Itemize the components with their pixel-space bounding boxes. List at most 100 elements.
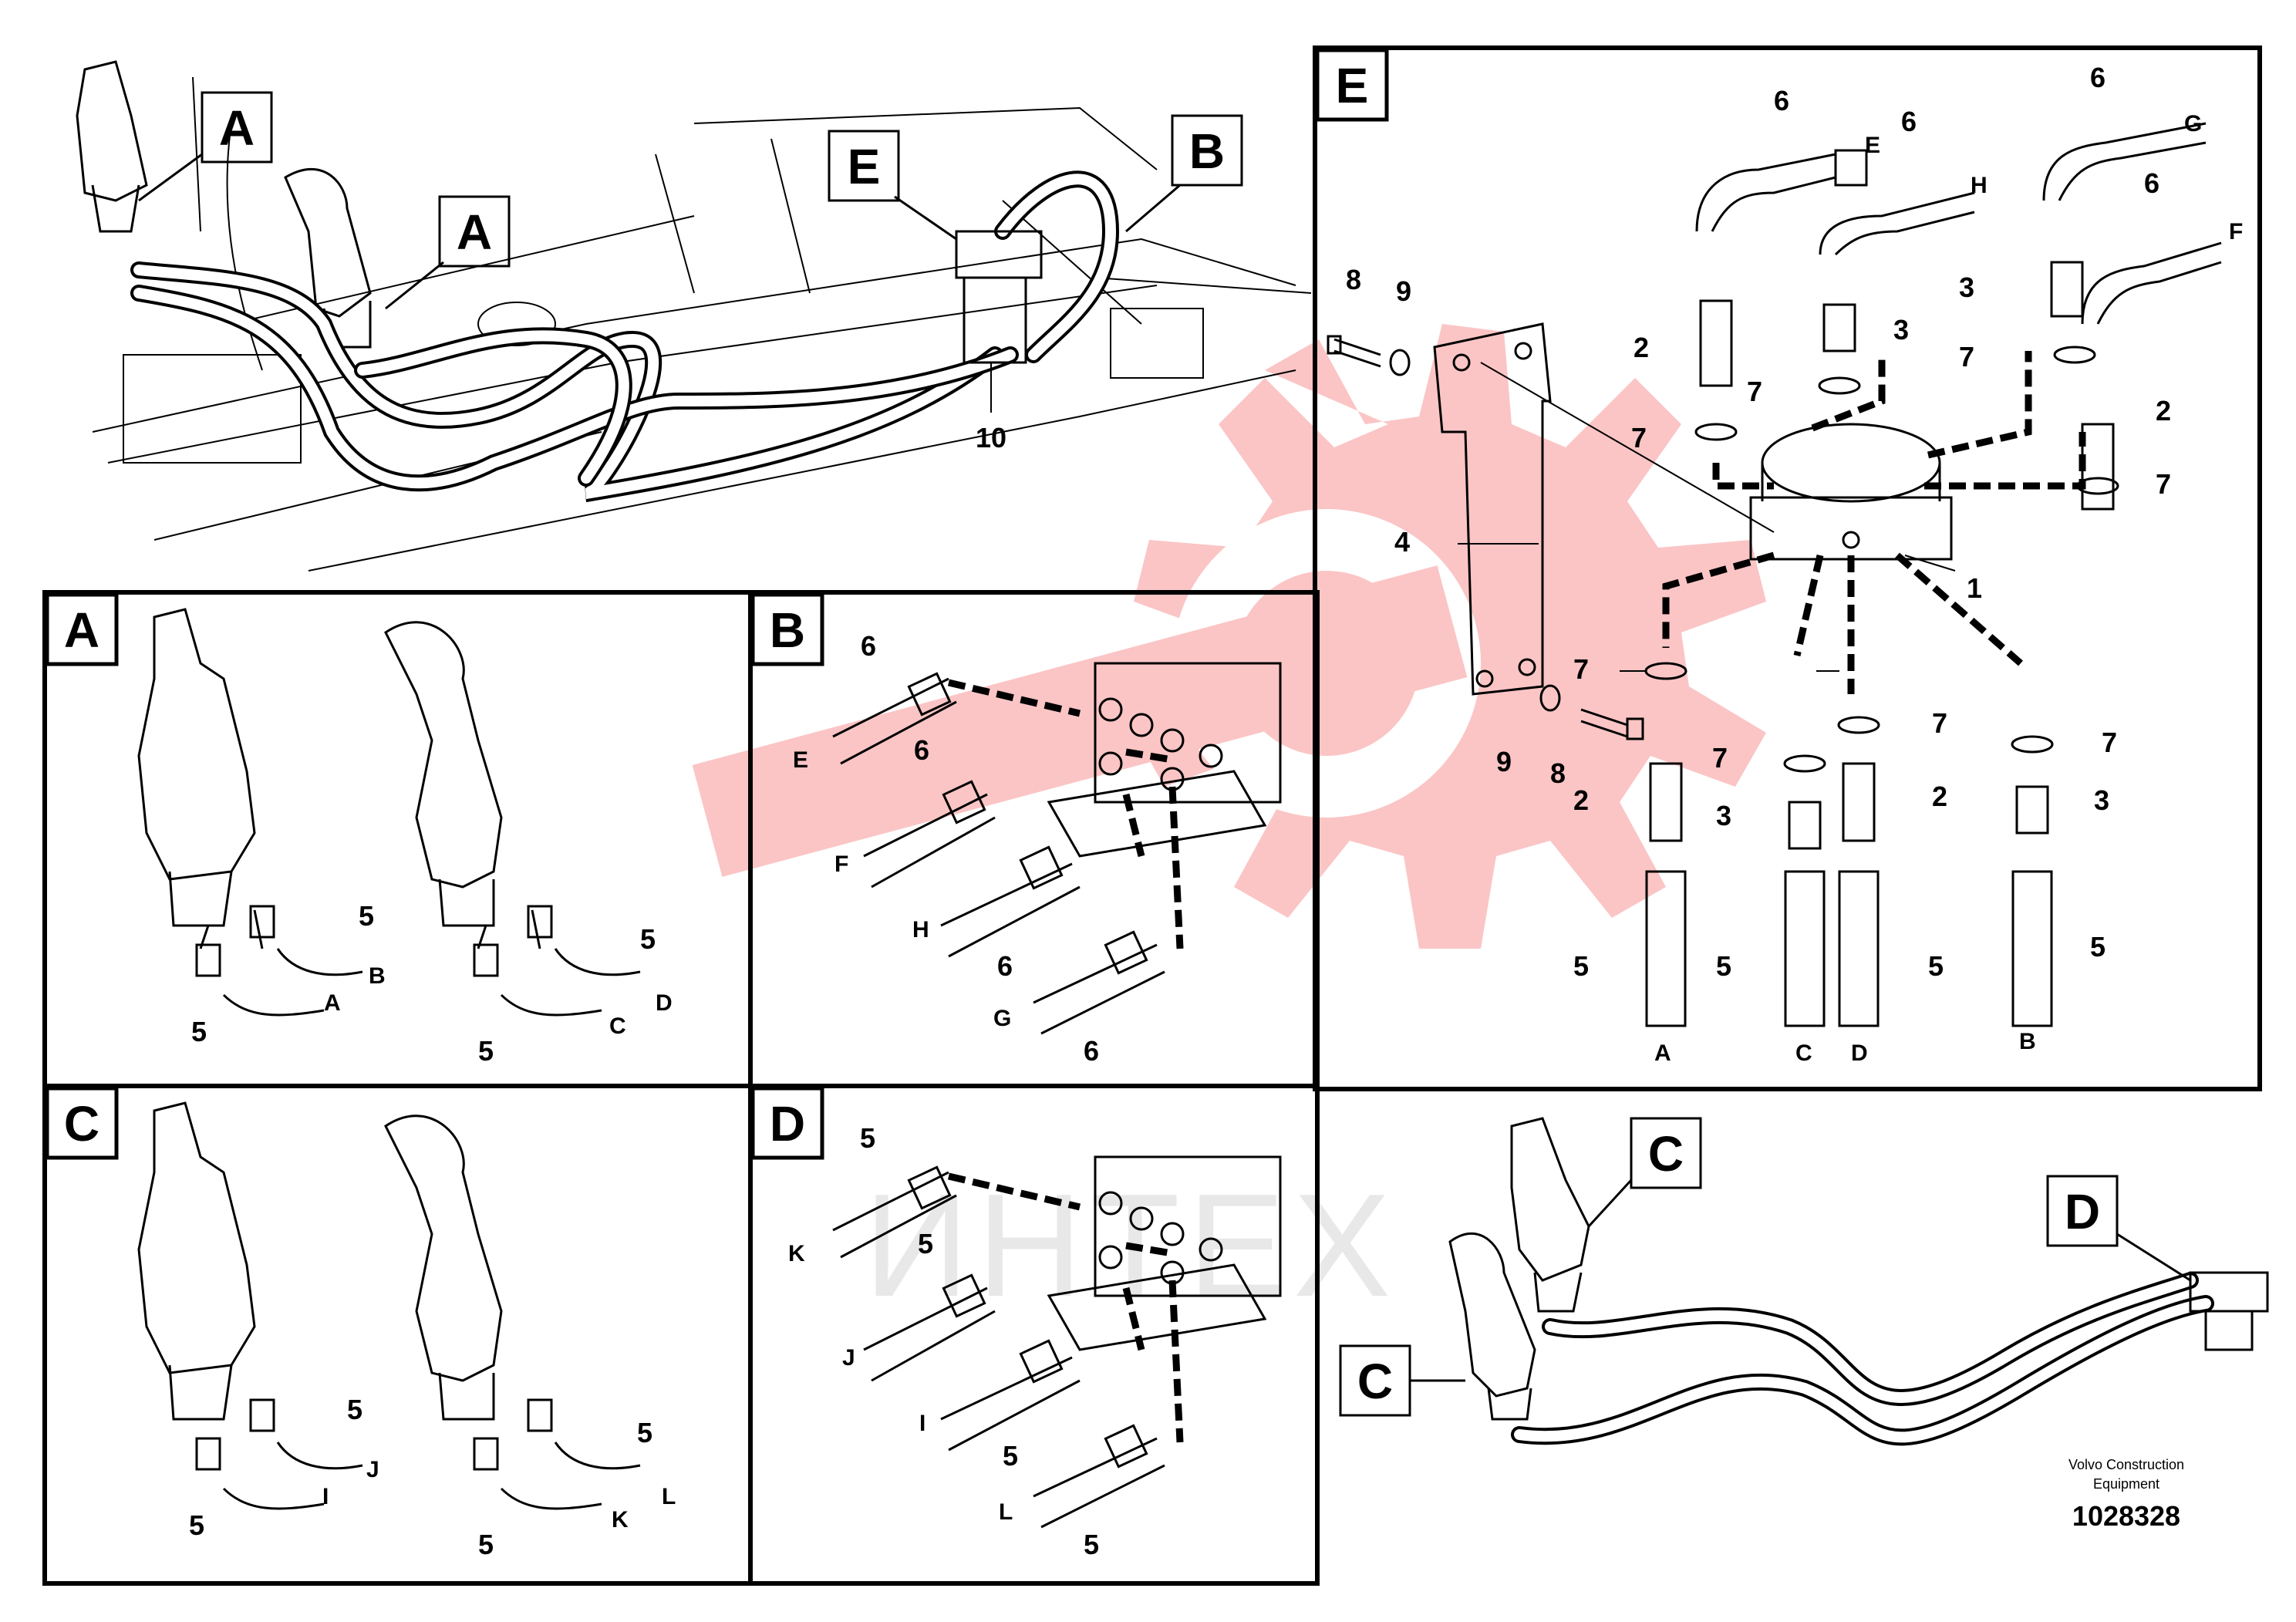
svg-text:I: I xyxy=(322,1484,329,1509)
svg-text:5: 5 xyxy=(640,923,656,955)
svg-text:K: K xyxy=(612,1507,629,1533)
svg-text:2: 2 xyxy=(2156,395,2171,427)
svg-text:5: 5 xyxy=(1928,950,1944,982)
svg-text:5: 5 xyxy=(191,1016,207,1047)
svg-text:9: 9 xyxy=(1396,275,1411,307)
svg-text:7: 7 xyxy=(2102,727,2117,758)
watermark-gear xyxy=(692,324,1766,949)
svg-text:D: D xyxy=(2065,1184,2100,1239)
svg-text:7: 7 xyxy=(2156,468,2171,500)
svg-text:F: F xyxy=(834,851,848,877)
svg-text:6: 6 xyxy=(1774,85,1789,116)
svg-text:6: 6 xyxy=(1084,1035,1099,1067)
lower-callout-c1[interactable]: C xyxy=(1587,1117,1702,1228)
svg-text:C: C xyxy=(64,1096,99,1152)
svg-text:E: E xyxy=(1336,58,1369,113)
svg-text:J: J xyxy=(842,1345,855,1371)
svg-text:5: 5 xyxy=(2090,931,2106,963)
svg-text:L: L xyxy=(662,1484,676,1509)
svg-text:6: 6 xyxy=(1901,106,1917,137)
svg-text:L: L xyxy=(999,1499,1013,1525)
overview-callout-e[interactable]: E xyxy=(828,130,957,241)
brand-line-2: Equipment xyxy=(2093,1476,2159,1492)
panel-e-assembly xyxy=(1327,122,2222,1027)
panel-label-b: B xyxy=(750,592,824,666)
overview-callout-a1[interactable]: A xyxy=(138,91,273,202)
panel-label-e: E xyxy=(1315,48,1389,122)
svg-text:G: G xyxy=(993,1006,1011,1031)
panel-d-labels: 5 K 5 J I 5 L 5 xyxy=(788,1122,1099,1560)
panel-b-labels: 6 E 6 F H 6 G 6 xyxy=(793,630,1099,1067)
panel-frames xyxy=(42,46,2262,1586)
svg-text:7: 7 xyxy=(1959,341,1974,373)
svg-text:4: 4 xyxy=(1394,526,1410,558)
brand-line-1: Volvo Construction xyxy=(2068,1457,2184,1472)
svg-text:6: 6 xyxy=(861,630,876,662)
svg-text:A: A xyxy=(64,602,99,658)
svg-text:E: E xyxy=(1865,133,1880,158)
svg-text:5: 5 xyxy=(189,1509,204,1541)
svg-text:C: C xyxy=(1795,1040,1812,1066)
svg-text:B: B xyxy=(2019,1029,2036,1054)
svg-text:A: A xyxy=(1654,1040,1671,1066)
svg-text:7: 7 xyxy=(1712,742,1728,774)
svg-text:A: A xyxy=(324,990,341,1016)
svg-text:C: C xyxy=(1357,1354,1393,1409)
overview-callout-a2[interactable]: A xyxy=(385,195,511,310)
panel-e-labels: 6 E 6 H 6 G 6 F 8 9 2 3 3 2 7 7 7 7 4 1 … xyxy=(1346,62,2243,1066)
svg-text:H: H xyxy=(1971,173,1988,198)
svg-text:2: 2 xyxy=(1633,332,1649,363)
svg-text:F: F xyxy=(2229,219,2243,244)
svg-text:I: I xyxy=(919,1411,925,1436)
callout-a2-label: A xyxy=(457,204,492,260)
svg-text:3: 3 xyxy=(1959,271,1974,303)
svg-text:5: 5 xyxy=(478,1529,494,1560)
svg-text:C: C xyxy=(609,1013,626,1039)
part-number-10: 10 xyxy=(976,422,1006,454)
svg-text:1: 1 xyxy=(1967,572,1982,604)
svg-text:D: D xyxy=(1851,1040,1868,1066)
svg-text:G: G xyxy=(2184,111,2202,137)
svg-text:J: J xyxy=(366,1457,379,1482)
svg-text:B: B xyxy=(770,602,805,658)
panel-a-joysticks xyxy=(137,608,641,1017)
svg-text:6: 6 xyxy=(914,734,929,766)
svg-text:5: 5 xyxy=(918,1228,933,1259)
callout-b-label: B xyxy=(1189,123,1225,179)
svg-text:7: 7 xyxy=(1747,376,1762,407)
panel-b-valve xyxy=(832,662,1282,1035)
svg-text:6: 6 xyxy=(2144,167,2159,199)
lower-callout-c2[interactable]: C xyxy=(1339,1344,1465,1417)
lower-callout-d[interactable]: D xyxy=(2046,1175,2191,1282)
callout-a1-label: A xyxy=(219,100,255,156)
svg-text:3: 3 xyxy=(1893,314,1909,346)
svg-text:2: 2 xyxy=(1932,781,1947,812)
svg-text:5: 5 xyxy=(359,900,374,932)
svg-text:5: 5 xyxy=(478,1035,494,1067)
overview-illustration xyxy=(76,60,1312,572)
panel-c-joysticks xyxy=(137,1101,641,1510)
svg-text:3: 3 xyxy=(1716,800,1731,831)
svg-text:C: C xyxy=(1648,1126,1684,1182)
svg-text:K: K xyxy=(788,1241,805,1266)
svg-text:H: H xyxy=(912,917,929,943)
svg-text:5: 5 xyxy=(1003,1440,1018,1472)
svg-text:8: 8 xyxy=(1346,264,1361,295)
panel-label-c: C xyxy=(45,1086,119,1160)
svg-text:7: 7 xyxy=(1631,422,1647,454)
svg-text:8: 8 xyxy=(1550,757,1566,789)
svg-text:5: 5 xyxy=(347,1394,362,1425)
svg-text:5: 5 xyxy=(860,1122,875,1154)
svg-text:2: 2 xyxy=(1573,784,1589,816)
svg-text:5: 5 xyxy=(637,1417,652,1448)
svg-text:6: 6 xyxy=(2090,62,2106,93)
panel-d-valve xyxy=(832,1155,1282,1529)
overview-callout-b[interactable]: B xyxy=(1125,114,1243,233)
panel-label-d: D xyxy=(750,1086,824,1160)
svg-text:D: D xyxy=(770,1096,805,1152)
panel-c-labels: 5 J I 5 5 L K 5 xyxy=(189,1394,676,1560)
callout-e-label: E xyxy=(848,139,881,194)
lower-right-illustration xyxy=(1448,1117,2269,1446)
svg-text:5: 5 xyxy=(1084,1529,1099,1560)
